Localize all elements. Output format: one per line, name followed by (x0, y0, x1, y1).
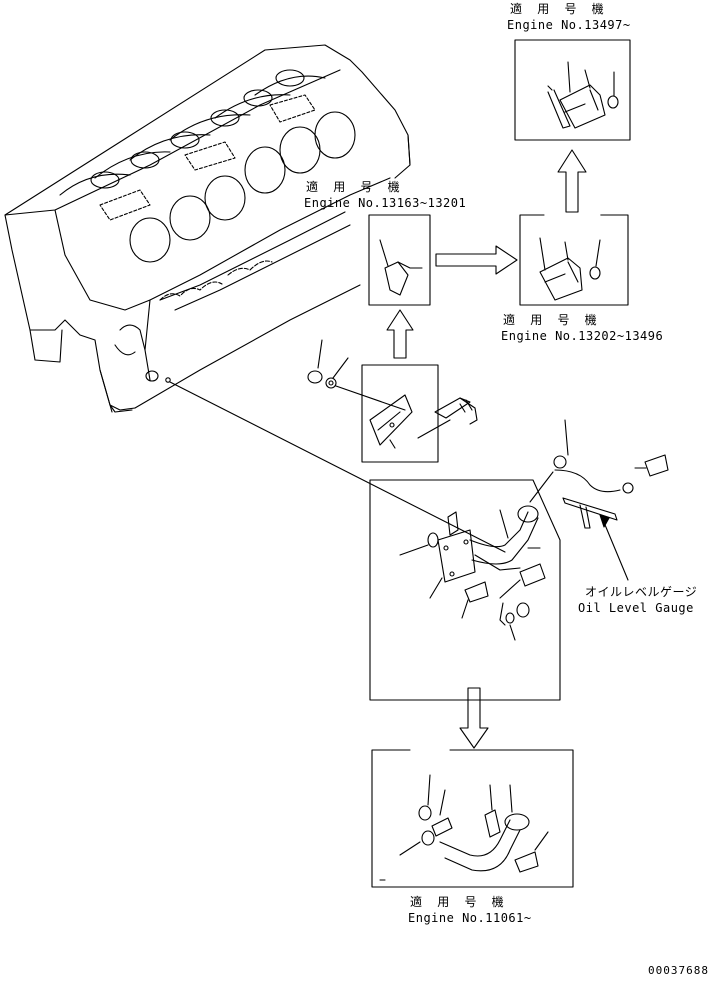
callout-13497-en: Engine No.13497~ (507, 18, 631, 32)
box-bracket-detail (362, 365, 438, 462)
oil-level-gauge (530, 420, 668, 580)
box-11061 (372, 750, 573, 887)
callout-11061-jp: 適 用 号 機 (410, 895, 508, 909)
main-assembly (400, 506, 545, 640)
callout-13202-jp: 適 用 号 機 (503, 313, 601, 327)
box-main-assembly (370, 480, 560, 700)
flow-arrows (170, 150, 586, 748)
detail-13163 (380, 240, 422, 295)
arrow-up-to-13497 (558, 150, 586, 212)
callout-13497-jp: 適 用 号 機 (510, 2, 608, 16)
arrow-down-to-11061 (460, 688, 488, 748)
bracket-detail (308, 340, 477, 448)
detail-13202 (540, 238, 600, 300)
gauge-label-jp: オイルレベルゲージ (585, 585, 698, 599)
callout-13163-en: Engine No.13163~13201 (304, 196, 467, 210)
leader-engine-to-pipe (170, 382, 505, 552)
drawing-number: 00037688 (648, 964, 709, 977)
box-13202 (520, 215, 628, 305)
engine-block (5, 45, 410, 412)
callout-11061-en: Engine No.11061~ (408, 911, 532, 925)
box-13163 (369, 215, 430, 305)
callout-13202-en: Engine No.13202~13496 (501, 329, 664, 343)
arrow-up-to-13163 (387, 310, 413, 358)
detail-11061 (380, 775, 548, 880)
arrow-right-to-13202 (436, 246, 517, 274)
gauge-label-en: Oil Level Gauge (578, 601, 694, 615)
callout-13163-jp: 適 用 号 機 (306, 180, 404, 194)
callout-boxes (362, 40, 630, 887)
detail-13497 (548, 62, 618, 128)
box-13497 (515, 40, 630, 140)
